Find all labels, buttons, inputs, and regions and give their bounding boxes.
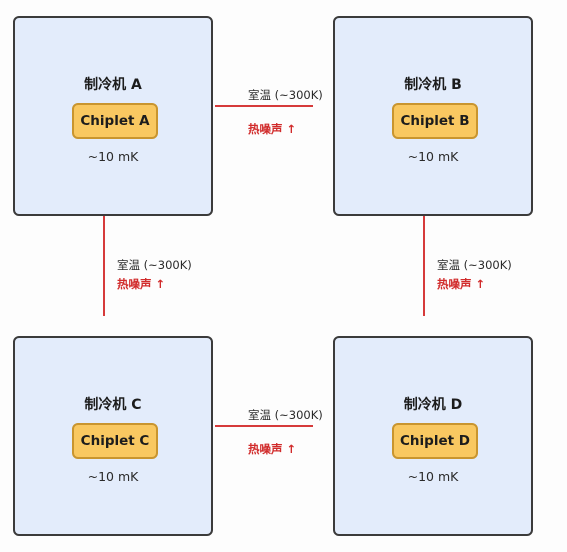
fridge-a-title: 制冷机 A <box>84 77 142 93</box>
link-ac-room-temp: 室温 (~300K) <box>117 258 192 272</box>
fridge-d-title: 制冷机 D <box>403 397 463 413</box>
fridge-c-title: 制冷机 C <box>84 397 142 413</box>
fridge-b: 制冷机 B Chiplet B ~10 mK <box>333 16 533 216</box>
fridge-b-title: 制冷机 B <box>404 77 462 93</box>
link-cd-room-temp: 室温 (~300K) <box>248 408 323 422</box>
link-ac-noise: 热噪声 ↑ <box>117 277 166 291</box>
link-cd-line <box>215 425 313 427</box>
fridge-c-temp: ~10 mK <box>87 469 139 484</box>
chiplet-a: Chiplet A <box>72 103 158 139</box>
fridge-c: 制冷机 C Chiplet C ~10 mK <box>13 336 213 536</box>
link-cd-noise: 热噪声 ↑ <box>248 442 297 456</box>
fridge-b-temp: ~10 mK <box>407 149 459 164</box>
fridge-d-temp: ~10 mK <box>407 469 459 484</box>
link-ab-room-temp: 室温 (~300K) <box>248 88 323 102</box>
chiplet-c: Chiplet C <box>72 423 158 459</box>
fridge-a: 制冷机 A Chiplet A ~10 mK <box>13 16 213 216</box>
link-bd-line <box>423 216 425 316</box>
fridge-a-temp: ~10 mK <box>87 149 139 164</box>
link-bd-noise: 热噪声 ↑ <box>437 277 486 291</box>
link-ab-noise: 热噪声 ↑ <box>248 122 297 136</box>
link-ab-line <box>215 105 313 107</box>
link-bd-room-temp: 室温 (~300K) <box>437 258 512 272</box>
link-ac-line <box>103 216 105 316</box>
chiplet-b: Chiplet B <box>392 103 478 139</box>
chiplet-d: Chiplet D <box>392 423 478 459</box>
fridge-d: 制冷机 D Chiplet D ~10 mK <box>333 336 533 536</box>
